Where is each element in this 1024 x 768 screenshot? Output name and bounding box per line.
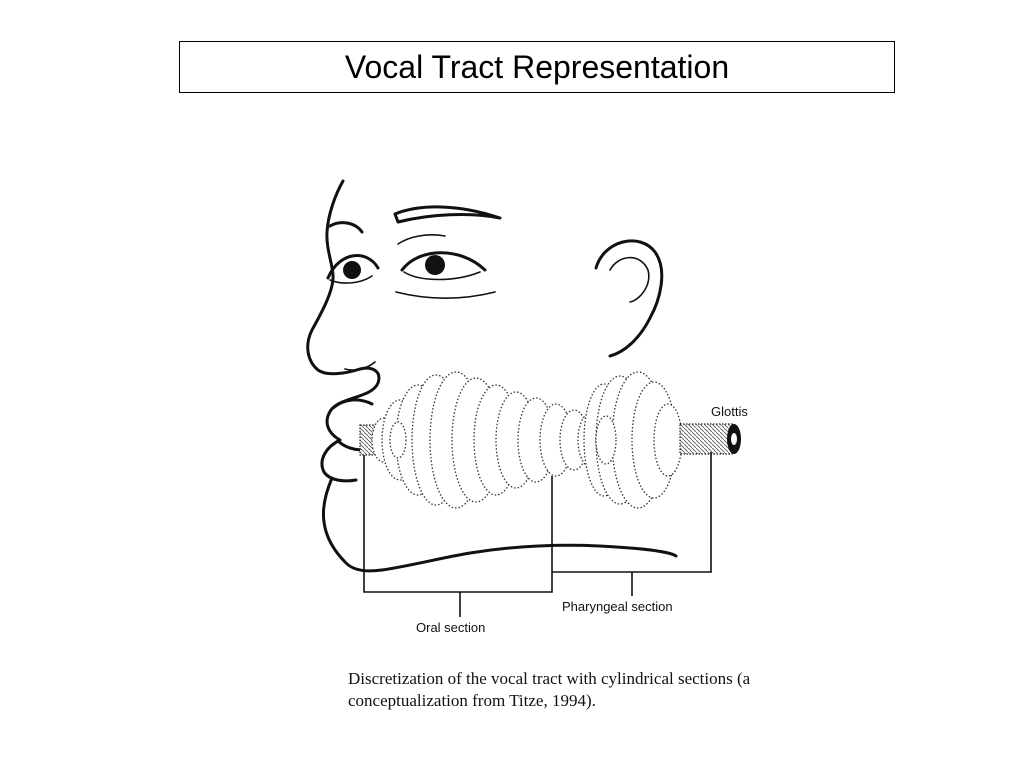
pharyngeal-cylinders [583, 371, 741, 509]
eyes [326, 205, 502, 299]
section-brackets [363, 452, 712, 617]
oral-section-label: Oral section [416, 620, 485, 635]
pharyngeal-section-label: Pharyngeal section [562, 599, 673, 614]
left-eye-icon [343, 261, 361, 279]
right-eye-icon [425, 255, 445, 275]
figure-caption: Discretization of the vocal tract with c… [348, 668, 828, 712]
face-profile [306, 179, 678, 573]
caption-line-1: Discretization of the vocal tract with c… [348, 669, 751, 688]
ear [594, 239, 664, 358]
oral-cylinders [359, 371, 607, 509]
title-box: Vocal Tract Representation [179, 41, 895, 93]
glottis-label: Glottis [711, 404, 748, 419]
slide-title: Vocal Tract Representation [344, 48, 730, 85]
caption-line-2: conceptualization from Titze, 1994). [348, 691, 596, 710]
